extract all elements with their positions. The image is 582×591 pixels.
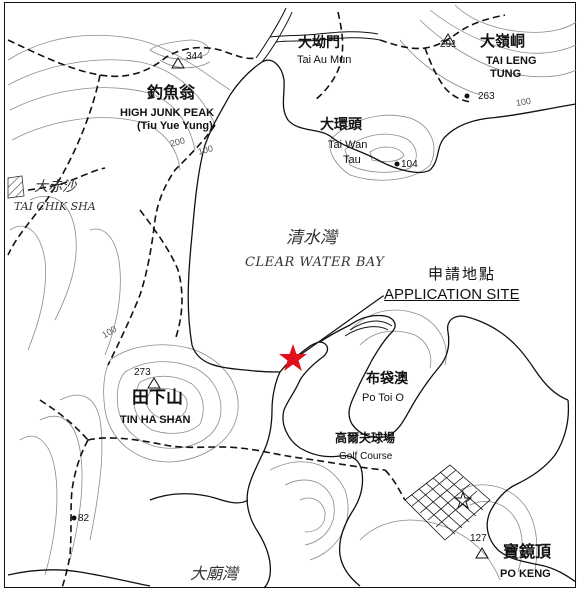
height-markers <box>71 33 489 559</box>
spot-height-127: 127 <box>470 533 487 544</box>
spot-height-82: 82 <box>78 513 90 524</box>
application-site-pointer <box>295 295 384 359</box>
place-tai-miu-wan-zh: 大廟灣 <box>190 564 239 583</box>
place-tin-ha-shan-en: TIN HA SHAN <box>120 414 191 426</box>
place-tai-wan-tau-en2: Tau <box>343 154 361 166</box>
map-frame <box>4 2 576 588</box>
place-po-toi-o-en: Po Toi O <box>362 392 404 404</box>
spot-height-344: 344 <box>186 51 203 62</box>
place-tai-chik-sha-zh: 大赤沙 <box>34 179 76 195</box>
beach-hatch <box>7 175 25 199</box>
place-tai-leng-tung-zh: 大嶺峒 <box>480 32 526 50</box>
spot-height-263: 263 <box>478 91 495 102</box>
place-high-junk-peak-en2: (Tiu Yue Yung) <box>137 120 213 132</box>
star-marker-small <box>453 490 473 510</box>
place-golf-course-en: Golf Course <box>339 451 393 462</box>
golf-course-grid <box>404 464 491 541</box>
application-site-marker <box>279 344 307 371</box>
place-tai-au-mun-en: Tai Au Mun <box>297 54 352 66</box>
place-po-toi-o-zh: 布袋澳 <box>366 371 408 387</box>
place-po-keng-zh: 寶鏡頂 <box>503 542 552 561</box>
place-tai-wan-tau-en: Tai Wan <box>328 139 368 151</box>
place-tin-ha-shan-zh: 田下山 <box>132 388 183 408</box>
place-tai-leng-tung-en: TAI LENG <box>486 55 537 67</box>
spot-height-273: 273 <box>134 367 151 378</box>
place-tai-au-mun-zh: 大坳門 <box>298 35 340 51</box>
place-high-junk-peak-en: HIGH JUNK PEAK <box>120 107 215 119</box>
place-clear-water-bay-en: CLEAR WATER BAY <box>245 255 385 270</box>
spot-height-104: 104 <box>401 159 418 170</box>
trails <box>7 11 506 589</box>
place-tai-chik-sha-en: TAI CHIK SHA <box>14 200 96 213</box>
place-po-keng-en: PO KENG <box>500 568 551 580</box>
application-site-zh: 申請地點 <box>428 265 497 283</box>
place-golf-course-zh: 高爾夫球場 <box>335 431 396 445</box>
place-clear-water-bay-zh: 清水灣 <box>286 228 337 248</box>
place-tai-wan-tau-zh: 大環頭 <box>320 117 362 133</box>
application-site-en: APPLICATION SITE <box>384 286 520 303</box>
place-high-junk-peak-zh: 釣魚翁 <box>147 83 196 102</box>
roads <box>255 7 393 337</box>
coastline <box>7 59 577 589</box>
spot-height-291: 291 <box>440 39 457 50</box>
place-tai-leng-tung-en2: TUNG <box>490 68 522 80</box>
